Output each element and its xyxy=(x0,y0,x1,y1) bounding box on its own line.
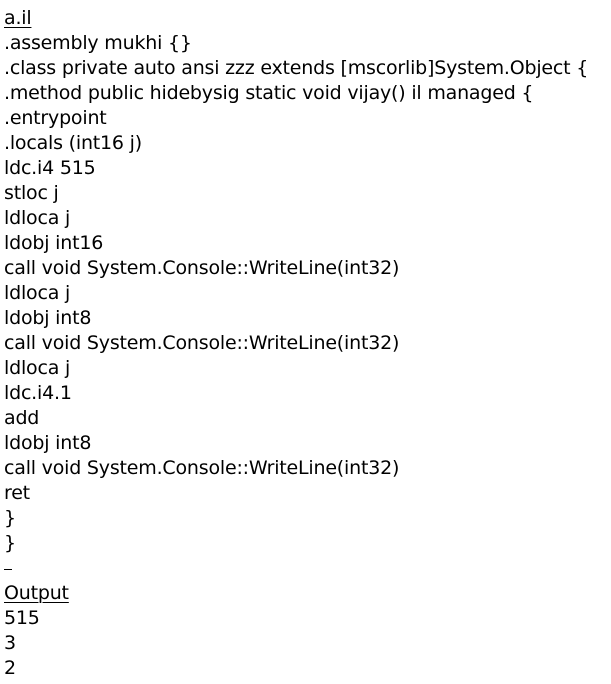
code-line: .entrypoint xyxy=(4,107,107,129)
output-section: Output 515 3 2 xyxy=(4,581,607,681)
code-line: ret xyxy=(4,482,30,504)
code-line: stloc j xyxy=(4,182,59,204)
output-line: 2 xyxy=(4,657,16,679)
code-line: } xyxy=(4,532,16,554)
code-line: ldc.i4.1 xyxy=(4,382,72,404)
code-line: ldloca j xyxy=(4,357,71,379)
code-line: call void System.Console::WriteLine(int3… xyxy=(4,257,400,279)
code-line: ldobj int8 xyxy=(4,432,92,454)
code-line: .class private auto ansi zzz extends [ms… xyxy=(4,57,589,79)
code-line: .locals (int16 j) xyxy=(4,132,142,154)
code-line: ldc.i4 515 xyxy=(4,157,96,179)
code-line: .assembly mukhi {} xyxy=(4,32,192,54)
document-body: a.il .assembly mukhi {} .class private a… xyxy=(4,6,607,681)
code-line: ldobj int16 xyxy=(4,232,104,254)
code-line: } xyxy=(4,507,16,529)
code-line: .method public hidebysig static void vij… xyxy=(4,82,534,104)
file-title: a.il xyxy=(4,7,32,29)
code-line: ldloca j xyxy=(4,207,71,229)
blank-line-marker xyxy=(4,556,607,581)
code-listing: .assembly mukhi {} .class private auto a… xyxy=(4,31,607,556)
code-line: call void System.Console::WriteLine(int3… xyxy=(4,457,400,479)
code-line: ldobj int8 xyxy=(4,307,92,329)
output-heading: Output xyxy=(4,582,69,604)
code-line: ldloca j xyxy=(4,282,71,304)
code-line: call void System.Console::WriteLine(int3… xyxy=(4,332,400,354)
underline-stub xyxy=(4,569,12,570)
output-line: 515 xyxy=(4,607,40,629)
output-line: 3 xyxy=(4,632,16,654)
code-line: add xyxy=(4,407,40,429)
